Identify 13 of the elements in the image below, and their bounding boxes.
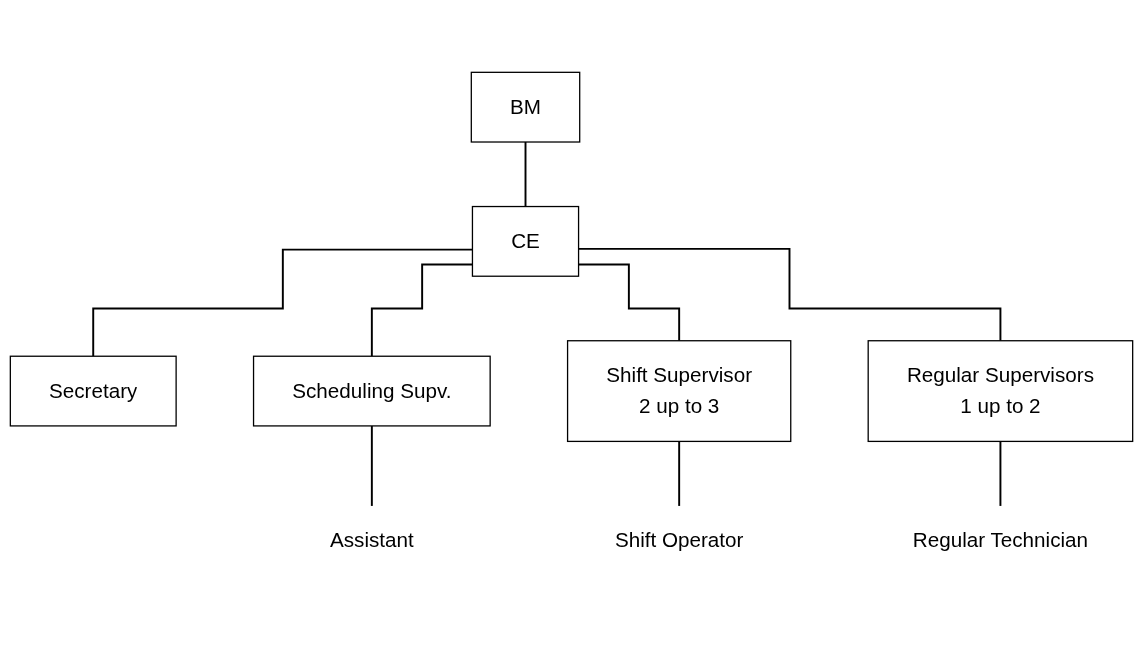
node-box: Regular Supervisors 1 up to 2 bbox=[867, 340, 1134, 443]
connector bbox=[999, 440, 1002, 507]
node-box: Shift Supervisor 2 up to 3 bbox=[566, 340, 792, 443]
node-text: Shift Operator bbox=[614, 529, 744, 552]
connector bbox=[524, 141, 527, 208]
node-box: Secretary bbox=[9, 355, 177, 427]
connector bbox=[678, 440, 681, 507]
node-text: Assistant bbox=[329, 529, 414, 552]
connector bbox=[370, 424, 373, 507]
node-box: Scheduling Supv. bbox=[252, 355, 491, 427]
node-box: CE bbox=[471, 205, 580, 277]
node-box: BM bbox=[470, 71, 581, 143]
node-text: Regular Technician bbox=[912, 529, 1089, 552]
